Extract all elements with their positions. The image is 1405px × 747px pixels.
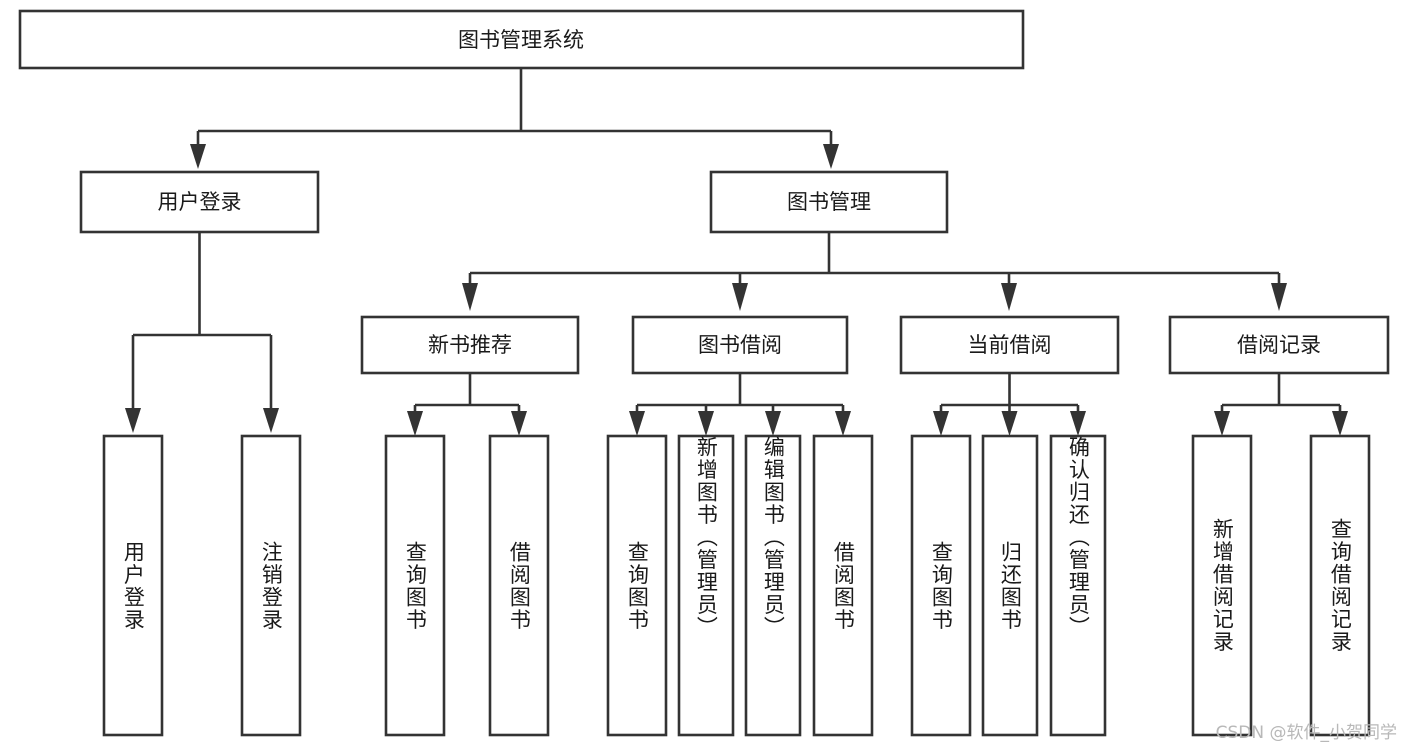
node-book-management-label: 图书管理 [787,190,871,214]
leaf-borrow-book-recommend[interactable] [488,434,550,737]
arrow-head-icon [732,283,748,311]
arrow-head-icon [1332,411,1348,436]
connector-borrow-record-to-leaves [1214,373,1348,436]
leaf-user-login[interactable] [102,434,164,737]
arrow-head-icon [462,283,478,311]
arrow-head-icon [1214,411,1230,436]
connector-book-borrow-to-leaves [629,373,851,436]
connector-book-management-to-level3 [462,232,1287,311]
arrow-head-icon [698,411,714,436]
leaf-return-book[interactable] [981,434,1039,737]
connector-new-book-recommend-to-leaves [407,373,527,436]
arrow-head-icon [125,408,141,433]
leaf-add-book-admin[interactable] [677,434,735,737]
arrow-head-icon [835,411,851,436]
node-book-borrow-label: 图书借阅 [698,333,782,357]
leaf-query-borrow-record[interactable] [1309,434,1371,737]
arrow-head-icon [1001,283,1017,311]
arrow-head-icon [1070,411,1086,436]
leaf-edit-book-admin[interactable] [744,434,802,737]
arrow-head-icon [1001,411,1018,436]
connector-root-to-level2 [190,68,839,169]
leaf-confirm-return-admin[interactable] [1049,434,1107,737]
leaf-query-book-recommend[interactable] [384,434,446,737]
connector-user-login-to-leaves [125,232,279,433]
arrow-head-icon [933,411,949,436]
node-user-login[interactable] [79,170,320,234]
leaf-add-borrow-record[interactable] [1191,434,1253,737]
connector-current-borrow-to-leaves [933,373,1086,436]
leaf-query-book-borrow[interactable] [606,434,668,737]
csdn-watermark: CSDN @软件_小贺同学 [1215,723,1397,743]
leaf-query-book-current[interactable] [910,434,972,737]
node-root-system[interactable] [18,9,1025,70]
node-borrow-record-label: 借阅记录 [1237,333,1321,357]
node-new-book-recommend-label: 新书推荐 [428,333,512,357]
leaf-logout[interactable] [240,434,302,737]
arrow-head-icon [823,144,839,169]
arrow-head-icon [511,411,527,436]
node-current-borrow[interactable] [899,315,1120,375]
node-current-borrow-label: 当前借阅 [968,333,1052,357]
arrow-head-icon [190,144,206,169]
arrow-head-icon [407,411,423,436]
arrow-head-icon [263,408,279,433]
node-new-book-recommend[interactable] [360,315,580,375]
arrow-head-icon [765,411,781,436]
node-root-system-label: 图书管理系统 [458,28,584,52]
node-user-login-label: 用户登录 [158,190,242,214]
arrow-head-icon [629,411,645,436]
arrow-head-icon [1271,283,1287,311]
leaf-borrow-book[interactable] [812,434,874,737]
